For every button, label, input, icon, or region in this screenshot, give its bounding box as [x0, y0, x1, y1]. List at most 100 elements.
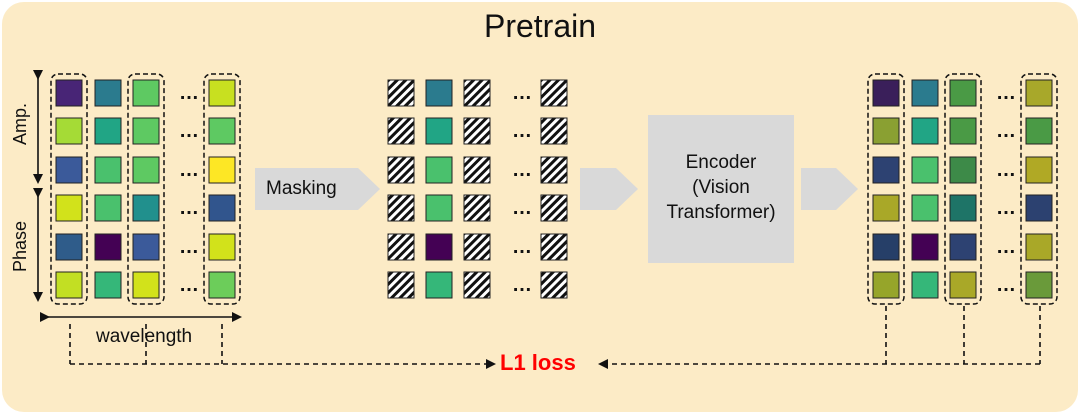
masked-masked-cell [540, 194, 568, 222]
output-cell [872, 117, 900, 145]
masked-cell [425, 156, 453, 184]
masked-masked-cell [540, 79, 568, 107]
input-ellipsis: … [179, 236, 199, 258]
input-cell [94, 117, 122, 145]
masked-masked-cell [463, 233, 491, 261]
masked-masked-cell [387, 79, 415, 107]
output-cell [872, 194, 900, 222]
output-cell [949, 233, 977, 261]
annotations [33, 70, 1041, 369]
masked-masked-cell [463, 194, 491, 222]
amp-label: Amp. [10, 102, 30, 145]
masked-masked-cell [463, 156, 491, 184]
masking-label: Masking [266, 178, 337, 199]
input-cell [55, 194, 83, 222]
output-cell [1025, 156, 1053, 184]
masked-ellipsis: … [512, 274, 532, 296]
output-cell [949, 79, 977, 107]
input-column-frame [203, 73, 241, 305]
input-ellipsis: … [179, 197, 199, 219]
encoder-box [648, 115, 794, 263]
output-cell [911, 156, 939, 184]
input-cell [208, 194, 236, 222]
masked-masked-cell [387, 194, 415, 222]
input-cell [94, 79, 122, 107]
masked-ellipsis: … [512, 82, 532, 104]
input-cell [55, 79, 83, 107]
masked-masked-cell [540, 271, 568, 299]
encoder-label: Encoder (Vision Transformer) [666, 152, 776, 223]
output-cell [949, 271, 977, 299]
output-cell [949, 117, 977, 145]
input-cell [55, 117, 83, 145]
input-grid: … … … … … … [50, 73, 241, 305]
masked-cell [425, 194, 453, 222]
masked-masked-cell [540, 117, 568, 145]
output-ellipsis: … [996, 236, 1016, 258]
input-cell [132, 156, 160, 184]
output-cell [949, 194, 977, 222]
output-ellipsis: … [996, 82, 1016, 104]
output-cell [872, 79, 900, 107]
masked-masked-cell [463, 79, 491, 107]
output-cell [872, 271, 900, 299]
input-cell [94, 194, 122, 222]
input-cell [208, 79, 236, 107]
masked-masked-cell [387, 271, 415, 299]
output-cell [949, 156, 977, 184]
wavelength-label: wavelength [96, 326, 193, 347]
input-cell [55, 233, 83, 261]
input-cell [55, 156, 83, 184]
output-column-frame [944, 73, 982, 305]
masked-masked-cell [540, 156, 568, 184]
output-cell [872, 156, 900, 184]
masked-masked-cell [463, 271, 491, 299]
input-column-frame [127, 73, 165, 305]
from-encoder-arrow [801, 168, 858, 210]
input-cell [94, 271, 122, 299]
masked-ellipsis: … [512, 197, 532, 219]
output-cell [911, 194, 939, 222]
masked-masked-cell [387, 233, 415, 261]
masked-cell [425, 233, 453, 261]
masked-masked-cell [387, 156, 415, 184]
output-cell [872, 233, 900, 261]
input-ellipsis: … [179, 159, 199, 181]
masked-grid: ……………… [387, 79, 568, 299]
input-column-frame [50, 73, 88, 305]
input-ellipsis: … [179, 82, 199, 104]
input-cell [94, 233, 122, 261]
input-cell [132, 233, 160, 261]
output-ellipsis: … [996, 197, 1016, 219]
masking-arrow [255, 168, 380, 210]
input-ellipsis: … [179, 120, 199, 142]
output-ellipsis: … [996, 120, 1016, 142]
l1-loss-label: L1 loss [500, 350, 576, 375]
output-cell [1025, 117, 1053, 145]
masked-ellipsis: … [512, 120, 532, 142]
output-cell [911, 271, 939, 299]
output-cell [1025, 194, 1053, 222]
input-cell [208, 117, 236, 145]
masked-masked-cell [540, 233, 568, 261]
phase-label: Phase [10, 220, 30, 272]
input-cell [55, 271, 83, 299]
output-cell [911, 79, 939, 107]
output-cell [911, 117, 939, 145]
output-ellipsis: … [996, 274, 1016, 296]
output-ellipsis: … [996, 159, 1016, 181]
masked-cell [425, 117, 453, 145]
input-cell [208, 156, 236, 184]
to-encoder-arrow [580, 168, 638, 210]
input-ellipsis: … [179, 274, 199, 296]
masked-ellipsis: … [512, 159, 532, 181]
input-cell [208, 271, 236, 299]
masked-masked-cell [463, 117, 491, 145]
masked-cell [425, 79, 453, 107]
input-cell [132, 194, 160, 222]
input-cell [132, 271, 160, 299]
input-cell [132, 117, 160, 145]
output-column-frame [867, 73, 905, 305]
masked-masked-cell [387, 117, 415, 145]
